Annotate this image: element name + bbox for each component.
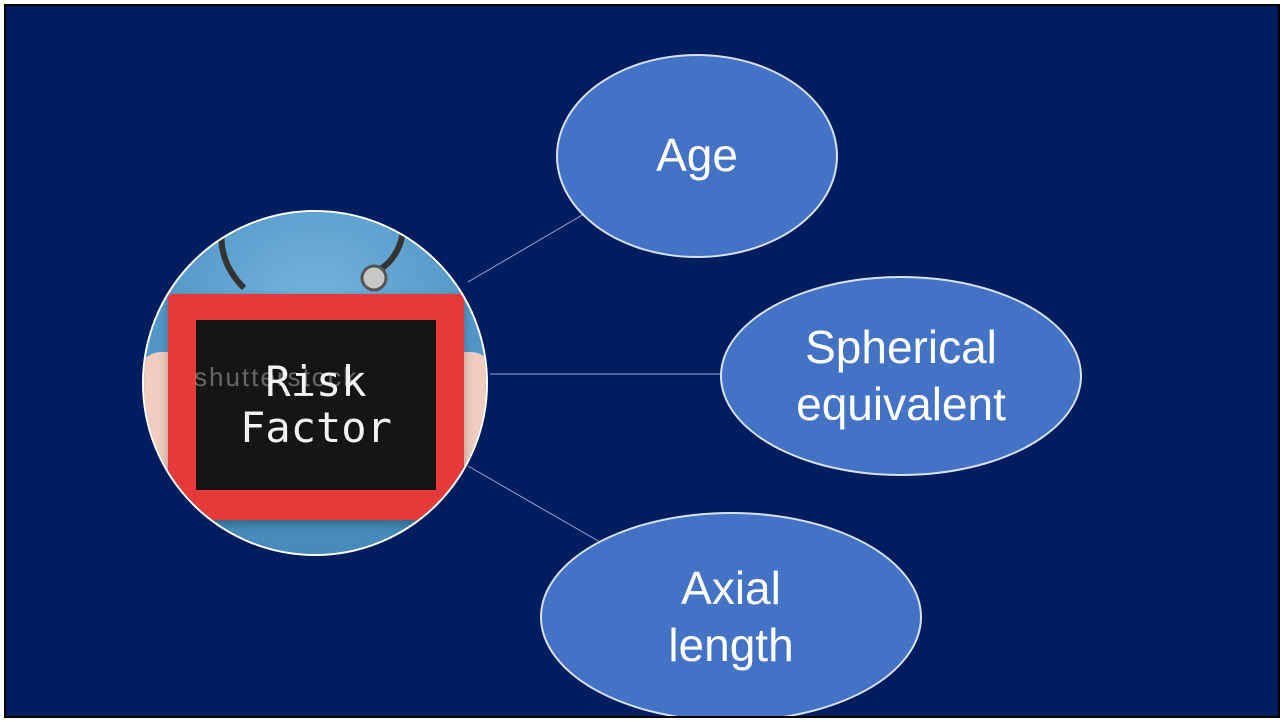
node-spherical-equivalent: Spherical equivalent [720,276,1082,476]
board-text-risk: Risk [265,356,367,406]
connector-age [467,213,585,283]
risk-factor-photo: Risk Factor shutterstock [142,210,488,556]
stethoscope-icon [218,218,407,292]
watermark: shutterstock [194,362,359,392]
node-age-label: Age [656,129,738,182]
node-age: Age [556,54,838,258]
chalkboard-surface: Risk Factor [196,320,436,490]
node-axial-length: Axial length [540,512,922,716]
connectors [467,213,722,543]
node-axial-line1: Axial [681,561,781,614]
node-spherical-line2: equivalent [796,378,1006,430]
slide: Risk Factor shutterstock Age Spherical e… [4,4,1280,718]
node-spherical-line1: Spherical [805,320,997,373]
board-text-factor: Factor [240,403,392,452]
connector-axial [467,465,601,543]
chalkboard: Risk Factor [168,294,464,520]
node-axial-line2: length [668,619,794,671]
